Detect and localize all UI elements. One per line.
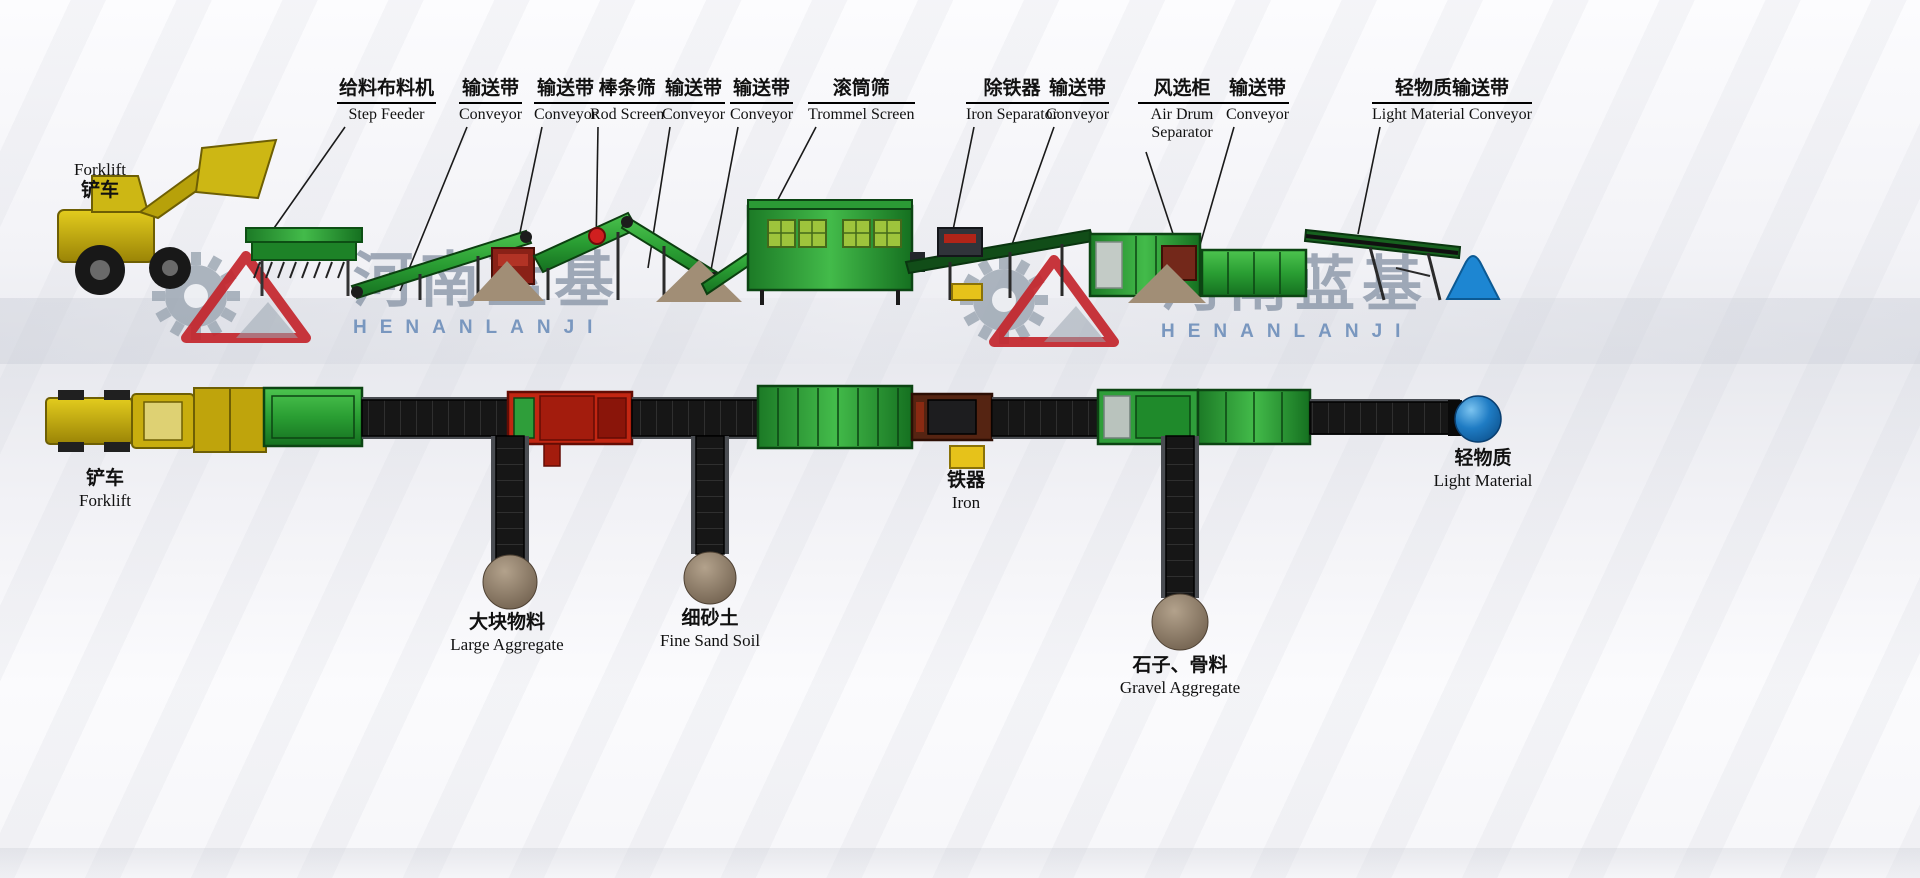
label-forklift-plan: 铲车 Forklift: [45, 468, 165, 511]
label-forklift-side: Forklift 铲车: [40, 160, 160, 203]
callout-en: Conveyor: [1046, 105, 1110, 123]
plan-conveyor-4: [1309, 399, 1462, 436]
callout-conveyor-4: 输送带 Conveyor: [730, 78, 794, 124]
plan-conveyor-1: [361, 397, 509, 439]
label-en: Large Aggregate: [450, 634, 564, 654]
vibrating-screen-illustration: [1200, 248, 1308, 298]
callout-cn: 输送带: [662, 78, 726, 104]
label-iron: 铁器 Iron: [916, 470, 1016, 513]
callout-leader-lines: [271, 126, 1381, 292]
callout-en: Conveyor: [662, 105, 726, 123]
callout-en: Conveyor: [534, 105, 598, 123]
label-cn: 铁器: [946, 470, 985, 491]
callout-light-material-conveyor: 轻物质输送带 Light Material Conveyor: [1372, 78, 1532, 124]
callout-cn: 输送带: [1046, 78, 1110, 104]
plan-output-conveyor-large-aggregate: [491, 435, 529, 563]
step-feeder-illustration: [245, 227, 363, 296]
callout-iron-separator: 除铁器 Iron Separator: [966, 78, 1058, 124]
iron-output-box-plan: [949, 445, 985, 469]
callout-en: Conveyor: [459, 105, 523, 123]
plan-conveyor-3: [991, 397, 1099, 439]
light-material-cone: [1445, 255, 1501, 300]
label-large-aggregate: 大块物料 Large Aggregate: [432, 612, 582, 655]
label-forklift-side-en: Forklift: [74, 160, 126, 179]
label-en: Gravel Aggregate: [1119, 677, 1241, 697]
label-en: Iron: [951, 492, 981, 512]
plan-conveyor-2: [631, 397, 759, 439]
callout-cn: 输送带: [730, 78, 794, 104]
plan-iron-separator: [910, 392, 994, 442]
light-material-conveyor-illustration: [1303, 228, 1462, 301]
callout-en: Light Material Conveyor: [1372, 105, 1532, 123]
callout-en: Rod Screen: [590, 105, 665, 123]
label-fine-sand-soil: 细砂土 Fine Sand Soil: [635, 608, 785, 651]
callout-cn: 风选柜: [1138, 78, 1226, 104]
trommel-screen-illustration: [746, 199, 925, 305]
label-en: Forklift: [79, 490, 131, 510]
callout-cn: 输送带: [534, 78, 598, 104]
label-light-material: 轻物质 Light Material: [1408, 448, 1558, 491]
label-cn: 石子、骨料: [1132, 655, 1228, 676]
callout-en: Conveyor: [1226, 105, 1290, 123]
label-cn: 大块物料: [468, 612, 545, 633]
plan-output-conveyor-gravel: [1161, 435, 1199, 599]
rod-screen-illustration: [532, 211, 639, 300]
light-material-ball: [1454, 395, 1502, 443]
pile-large-aggregate: [482, 554, 538, 610]
conveyor-1-illustration: [350, 229, 533, 300]
iron-separator-illustration: [937, 227, 983, 257]
plan-output-conveyor-fine-sand: [691, 435, 729, 555]
pile-under-air-separator: [1128, 264, 1206, 303]
conveyor-4-illustration: [904, 228, 1095, 300]
plan-trommel: [756, 384, 914, 450]
callout-rod-screen: 棒条筛 Rod Screen: [590, 78, 665, 124]
callout-conveyor-6: 输送带 Conveyor: [1226, 78, 1290, 124]
label-cn: 轻物质: [1454, 448, 1512, 469]
iron-output-box-side: [951, 283, 983, 301]
forklift-top-illustration: [45, 387, 267, 453]
pile-gravel-aggregate: [1151, 593, 1209, 651]
callout-conveyor-3: 输送带 Conveyor: [662, 78, 726, 124]
pile-under-conveyor-2: [656, 260, 742, 302]
plan-air-separator: [1096, 388, 1312, 446]
label-gravel-aggregate: 石子、骨料 Gravel Aggregate: [1100, 655, 1260, 698]
callout-conveyor-5: 输送带 Conveyor: [1046, 78, 1110, 124]
pile-fine-sand: [683, 551, 737, 605]
pile-under-crusher: [470, 261, 544, 301]
callout-en: Iron Separator: [966, 105, 1058, 123]
label-en: Light Material: [1433, 470, 1533, 490]
label-en: Fine Sand Soil: [659, 630, 761, 650]
label-forklift-side-cn: 铲车: [80, 180, 119, 202]
callout-step-feeder: 给料布料机 Step Feeder: [337, 78, 437, 124]
plan-feeder: [262, 386, 364, 448]
callout-conveyor-1: 输送带 Conveyor: [459, 78, 523, 124]
label-cn: 细砂土: [681, 608, 739, 629]
callout-cn: 棒条筛: [590, 78, 665, 104]
callout-air-drum-separator: 风选柜 Air Drum Separator: [1138, 78, 1226, 142]
callout-cn: 滚筒筛: [808, 78, 915, 104]
callout-trommel-screen: 滚筒筛 Trommel Screen: [808, 78, 915, 124]
callout-en: Conveyor: [730, 105, 794, 123]
label-cn: 铲车: [85, 468, 124, 489]
plan-crusher: [506, 390, 634, 467]
callout-cn: 输送带: [1226, 78, 1290, 104]
callout-cn: 除铁器: [966, 78, 1058, 104]
callout-en: Air Drum Separator: [1150, 105, 1214, 141]
callout-conveyor-2: 输送带 Conveyor: [534, 78, 598, 124]
callout-cn: 输送带: [459, 78, 523, 104]
callout-en: Trommel Screen: [808, 105, 915, 123]
callout-cn: 轻物质输送带: [1372, 78, 1532, 104]
callout-en: Step Feeder: [348, 105, 425, 123]
callout-cn: 给料布料机: [337, 78, 437, 104]
